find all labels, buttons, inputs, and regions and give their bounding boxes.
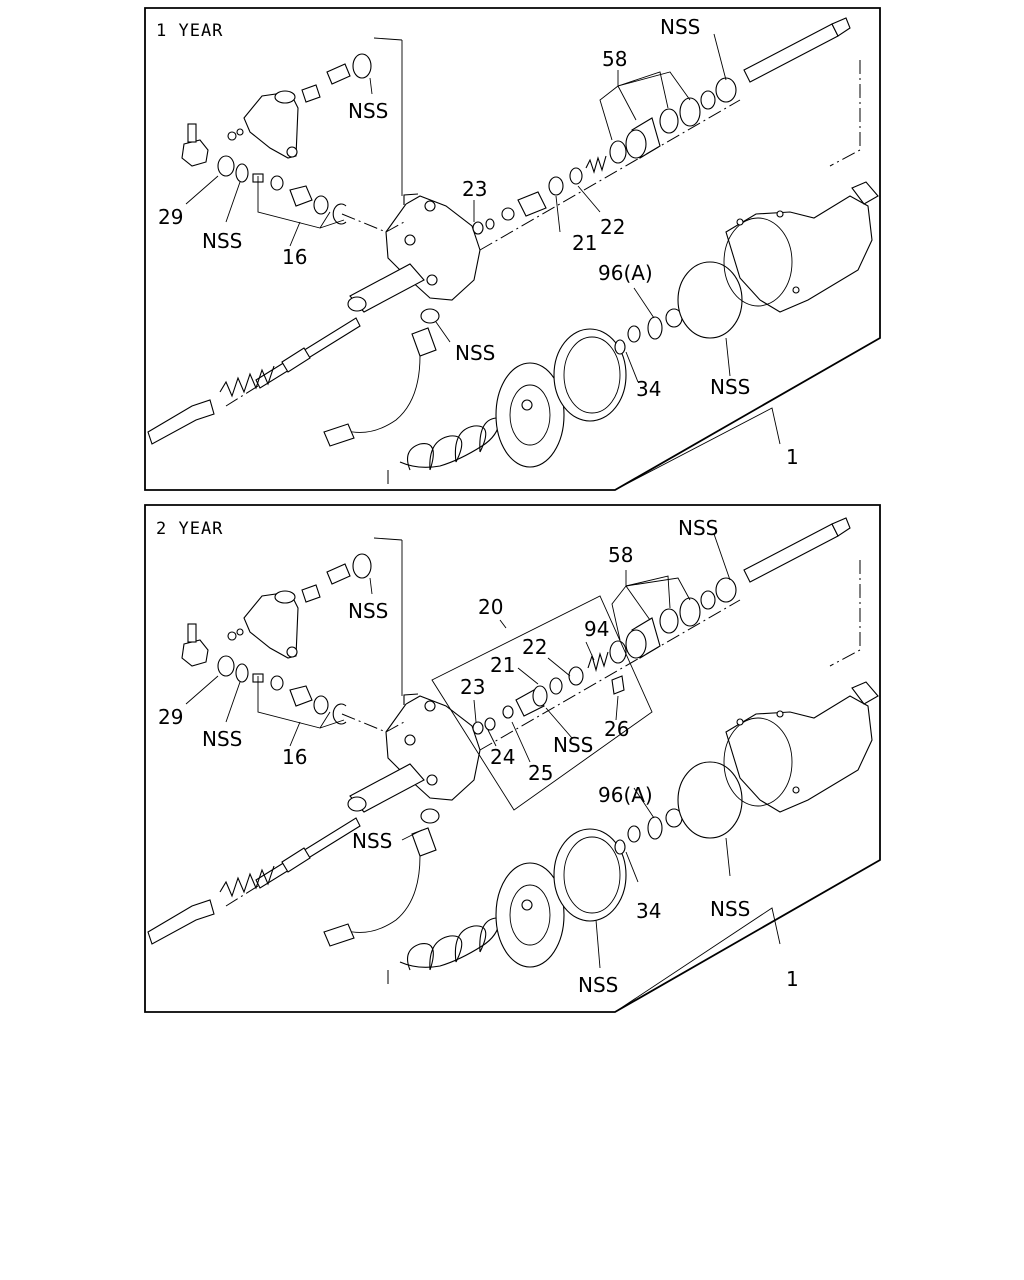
- label-96a: 96(A): [598, 783, 653, 807]
- label-22: 22: [600, 215, 625, 239]
- label-nss-left: NSS: [202, 229, 242, 253]
- label-21: 21: [490, 653, 515, 677]
- label-34: 34: [636, 377, 661, 401]
- label-nss-top-left: NSS: [348, 99, 388, 123]
- panel-title: 2 YEAR: [156, 519, 223, 539]
- label-58: 58: [608, 543, 633, 567]
- label-nss-top-right: NSS: [660, 15, 700, 39]
- label-29: 29: [158, 205, 183, 229]
- panel-title: 1 YEAR: [156, 21, 223, 41]
- label-22: 22: [522, 635, 547, 659]
- label-nss-top-left: NSS: [348, 599, 388, 623]
- assembly-artwork: [147, 17, 879, 487]
- label-nss-left: NSS: [202, 727, 242, 751]
- label-94: 94: [584, 617, 609, 641]
- panel-frame: [144, 504, 881, 1013]
- leader-lines: [185, 33, 781, 491]
- leader-lines: [185, 533, 781, 1013]
- label-23: 23: [462, 177, 487, 201]
- label-29: 29: [158, 705, 183, 729]
- panel-2-year: 2 YEAR NSS NSS 58 20 94 22 21 23 29 NSS …: [144, 504, 881, 1013]
- label-23: 23: [460, 675, 485, 699]
- valve-parts-21-23: [472, 155, 607, 235]
- label-58: 58: [602, 47, 627, 71]
- kit-20-outline: [431, 595, 653, 811]
- label-nss-housing: NSS: [710, 375, 750, 399]
- kit-20-parts: [472, 651, 625, 735]
- label-20: 20: [478, 595, 503, 619]
- label-1: 1: [786, 967, 799, 991]
- label-nss-sensor: NSS: [352, 829, 392, 853]
- label-nss-piston: NSS: [578, 973, 618, 997]
- label-25: 25: [528, 761, 553, 785]
- label-nss-kit: NSS: [553, 733, 593, 757]
- label-nss-top-right: NSS: [678, 516, 718, 540]
- label-1: 1: [786, 445, 799, 469]
- label-16: 16: [282, 745, 307, 769]
- label-nss-housing: NSS: [710, 897, 750, 921]
- label-16: 16: [282, 245, 307, 269]
- panel-1-year: 1 YEAR NSS NSS 58 23 22 21 29 NSS 16 96(…: [144, 7, 881, 491]
- label-34: 34: [636, 899, 661, 923]
- label-96a: 96(A): [598, 261, 653, 285]
- label-24: 24: [490, 745, 515, 769]
- label-21: 21: [572, 231, 597, 255]
- label-nss-sensor: NSS: [455, 341, 495, 365]
- label-26: 26: [604, 717, 629, 741]
- panel-frame: [144, 7, 881, 491]
